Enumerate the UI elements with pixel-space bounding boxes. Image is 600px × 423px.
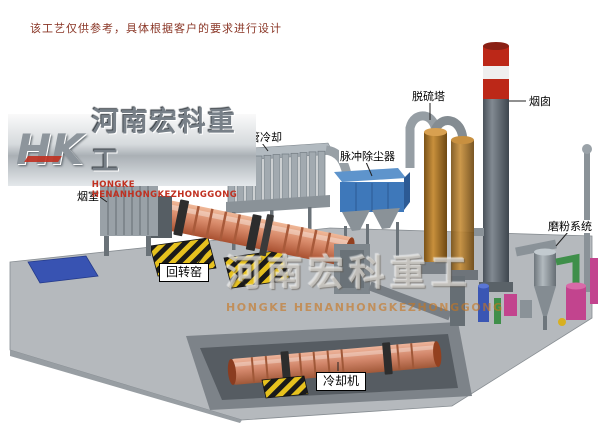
grinding-system — [515, 239, 598, 330]
logo-text-block: 河南宏科重工 HONGKE HENANHONGKEZHONGGONG — [92, 100, 248, 200]
desulfurization-towers — [405, 111, 484, 280]
kiln-discharge-housing — [334, 244, 465, 326]
label-pulse-dust-collector: 脉冲除尘器 — [339, 150, 396, 163]
logo-company-name: 河南宏科重工 — [91, 107, 237, 177]
chimney — [479, 42, 513, 292]
cooling-machine — [227, 341, 442, 385]
blue-foundation-pad — [27, 255, 99, 284]
disclaimer-text: 该工艺仅供参考，具体根据客户的要求进行设计 — [30, 22, 282, 35]
label-cooling-machine: 冷却机 — [316, 372, 367, 391]
label-leader-lines — [99, 100, 569, 371]
company-logo: HK 河南宏科重工 HONGKE HENANHONGKEZHONGGONG — [8, 107, 256, 200]
auxiliary-equipment — [478, 283, 532, 324]
label-grinding-system: 磨粉系统 — [547, 220, 593, 233]
label-smoke-chamber: 烟室 — [76, 190, 100, 203]
cooler-pier-hazard — [261, 375, 309, 399]
logo-hk-monogram: HK — [16, 125, 84, 174]
label-desulfurization-tower: 脱硫塔 — [411, 90, 446, 103]
logo-tagline: HONGKE HENANHONGKEZHONGGONG — [91, 180, 238, 200]
label-rotary-kiln: 回转窑 — [159, 263, 210, 282]
rotary-kiln — [125, 192, 355, 267]
label-chimney: 烟囱 — [528, 95, 552, 108]
